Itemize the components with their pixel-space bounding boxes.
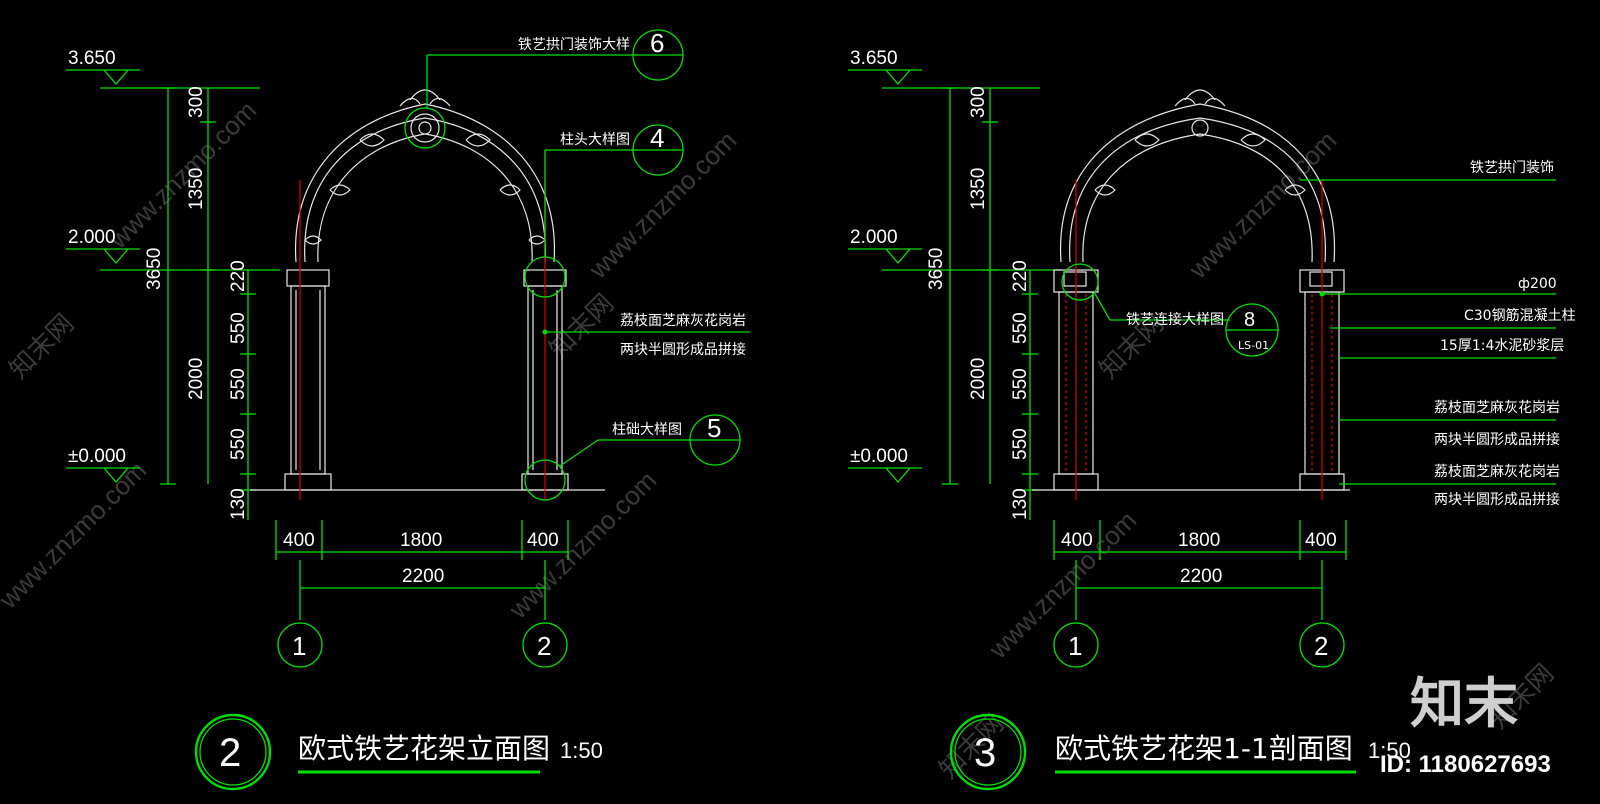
- axis-bubble: [522, 622, 568, 668]
- callout-label: 荔枝面芝麻灰花岗岩: [1434, 464, 1560, 480]
- level-marker-mid: 2.000: [66, 227, 280, 271]
- axis-bubble: [1053, 622, 1099, 668]
- watermark-text: www.znzmo.com: [102, 95, 262, 255]
- watermark-text: www.znzmo.com: [0, 455, 152, 615]
- iron-arch: [1059, 89, 1336, 263]
- level-marker-ground: ±0.000: [66, 446, 140, 483]
- axis-label: 2: [537, 631, 551, 661]
- level-label: ±0.000: [850, 446, 908, 467]
- dim-label: 3650: [926, 248, 947, 290]
- dim-label: 400: [1061, 530, 1093, 551]
- dim-label: 220: [1010, 260, 1031, 292]
- dim-label: 550: [1010, 428, 1031, 460]
- level-marker-top: 3.650: [66, 48, 260, 89]
- watermark-text: 知末网: [543, 288, 619, 364]
- level-marker-ground: ±0.000: [848, 446, 922, 483]
- dim-label: 220: [228, 260, 249, 292]
- scale-text: 1:50: [1368, 738, 1411, 763]
- brand-logo: 知末: [1410, 672, 1518, 735]
- drawing-title: 3 欧式铁艺花架1-1剖面图 1:50: [949, 713, 1411, 791]
- dim-label: 130: [228, 488, 249, 520]
- callout-label: 铁艺拱门装饰: [1470, 160, 1554, 176]
- watermark-text: 知末网: [3, 308, 79, 384]
- dim-label: 550: [1010, 368, 1031, 400]
- level-label: 3.650: [850, 48, 898, 69]
- callout-label: 两块半圆形成品拼接: [1434, 431, 1560, 448]
- dim-label: 1800: [1178, 530, 1220, 551]
- callout-label: C30钢筋混凝土柱: [1464, 307, 1576, 324]
- level-marker-mid: 2.000: [848, 227, 1062, 271]
- drawing-title: 2 欧式铁艺花架立面图 1:50: [194, 713, 603, 791]
- title-number: 3: [974, 731, 996, 775]
- dim-label: 550: [228, 312, 249, 344]
- callout-arch-deco: 铁艺拱门装饰: [1300, 160, 1556, 181]
- dim-label: 1350: [186, 168, 207, 210]
- dim-label: 550: [1010, 312, 1031, 344]
- title-text: 欧式铁艺花架1-1剖面图: [1055, 732, 1353, 765]
- callout-section-layers: ф200 C30钢筋混凝土柱 15厚1:4水泥砂浆层 荔枝面芝麻灰花岗岩 两块半…: [1319, 276, 1576, 508]
- dim-label: 130: [1010, 488, 1031, 520]
- level-label: 2.000: [850, 227, 898, 248]
- callout-label: 柱础大样图: [612, 422, 682, 438]
- callout-label: 两块半圆形成品拼接: [1434, 491, 1560, 508]
- title-number: 2: [219, 731, 241, 775]
- column-left: [284, 269, 332, 491]
- dim-label: 3650: [144, 248, 165, 290]
- dim-label: 400: [1305, 530, 1337, 551]
- title-text: 欧式铁艺花架立面图: [298, 732, 550, 765]
- detail-number: 4: [650, 123, 664, 153]
- callout-label: 荔枝面芝麻灰花岗岩: [1434, 400, 1560, 416]
- detail-number: 5: [707, 413, 721, 443]
- axis-bubble: [1299, 622, 1345, 668]
- iron-arch: [294, 89, 556, 263]
- watermark-text: www.znzmo.com: [1182, 125, 1342, 285]
- image-id: ID: 1180627693: [1380, 751, 1551, 778]
- dim-label: 300: [186, 86, 207, 118]
- section-drawing: 3.650 2.000 ±0.000 3650 300 1350 2000: [848, 48, 1576, 791]
- callout-connect-detail: 铁艺连接大样图 8 LS-01: [1061, 263, 1279, 357]
- dim-label: 300: [968, 86, 989, 118]
- level-label: ±0.000: [68, 446, 126, 467]
- scale-text: 1:50: [560, 738, 603, 763]
- detail-ref: LS-01: [1238, 339, 1269, 352]
- callout-label: 铁艺连接大样图: [1126, 311, 1224, 328]
- dim-label: 400: [283, 530, 315, 551]
- callout-label: 铁艺拱门装饰大样: [518, 37, 630, 53]
- detail-number: 6: [650, 28, 664, 58]
- callout-arch-detail: 铁艺拱门装饰大样 6: [404, 28, 684, 149]
- callout-capital-detail: 柱头大样图 4: [524, 123, 684, 298]
- dim-label: 400: [527, 530, 559, 551]
- dim-label: 550: [228, 428, 249, 460]
- axis-label: 1: [1068, 631, 1082, 661]
- level-label: 3.650: [68, 48, 116, 69]
- dim-label: 1800: [400, 530, 442, 551]
- level-label: 2.000: [68, 227, 116, 248]
- callout-label: 15厚1:4水泥砂浆层: [1440, 338, 1564, 354]
- callout-label: 两块半圆形成品拼接: [620, 341, 746, 358]
- dim-label: 2000: [968, 358, 989, 400]
- level-marker-top: 3.650: [848, 48, 1040, 89]
- axis-label: 1: [292, 631, 306, 661]
- callout-label: ф200: [1518, 276, 1557, 292]
- dim-label: 2000: [186, 358, 207, 400]
- elevation-drawing: 3.650 2.000 ±0.000 3650 300 1350 2000: [66, 28, 750, 791]
- dim-label: 2200: [402, 566, 444, 587]
- callout-finish: 荔枝面芝麻灰花岗岩 两块半圆形成品拼接: [542, 313, 750, 358]
- dim-label: 1350: [968, 168, 989, 210]
- axis-bubble: [277, 622, 323, 668]
- callout-label: 柱头大样图: [560, 132, 630, 148]
- dim-label: 2200: [1180, 566, 1222, 587]
- callout-label: 荔枝面芝麻灰花岗岩: [620, 313, 746, 329]
- axis-label: 2: [1314, 631, 1328, 661]
- detail-number: 8: [1244, 309, 1255, 331]
- dim-label: 550: [228, 368, 249, 400]
- callout-base-detail: 柱础大样图 5: [524, 413, 741, 501]
